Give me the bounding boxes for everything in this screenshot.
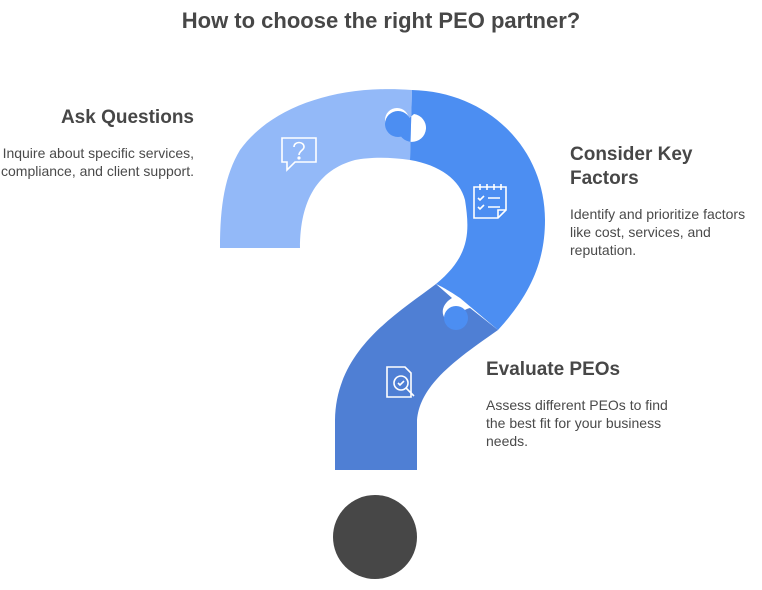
checklist-icon (473, 184, 507, 219)
piece-consider-factors (398, 90, 545, 330)
step-ask-questions: Ask Questions Inquire about specific ser… (0, 106, 194, 180)
connector-top (385, 111, 411, 137)
piece-ask-questions (220, 89, 412, 249)
step-description: Inquire about specific services, complia… (1, 145, 194, 179)
question-bubble-icon (281, 137, 317, 172)
step-heading: Ask Questions (60, 107, 194, 128)
step-heading: Consider Key Factors (570, 144, 693, 189)
step-description: Assess different PEOs to find the best f… (486, 397, 668, 449)
question-mark-dot (333, 495, 417, 579)
connector-middle (444, 306, 468, 330)
piece-evaluate-peos (335, 284, 498, 470)
step-consider-key-factors: Consider Key Factors Identify and priori… (570, 143, 755, 259)
step-description: Identify and prioritize factors like cos… (570, 206, 746, 258)
search-document-icon (386, 366, 415, 398)
page-title: How to choose the right PEO partner? (181, 8, 581, 33)
step-heading: Evaluate PEOs (486, 359, 621, 380)
step-evaluate-peos: Evaluate PEOs Assess different PEOs to f… (486, 358, 676, 450)
